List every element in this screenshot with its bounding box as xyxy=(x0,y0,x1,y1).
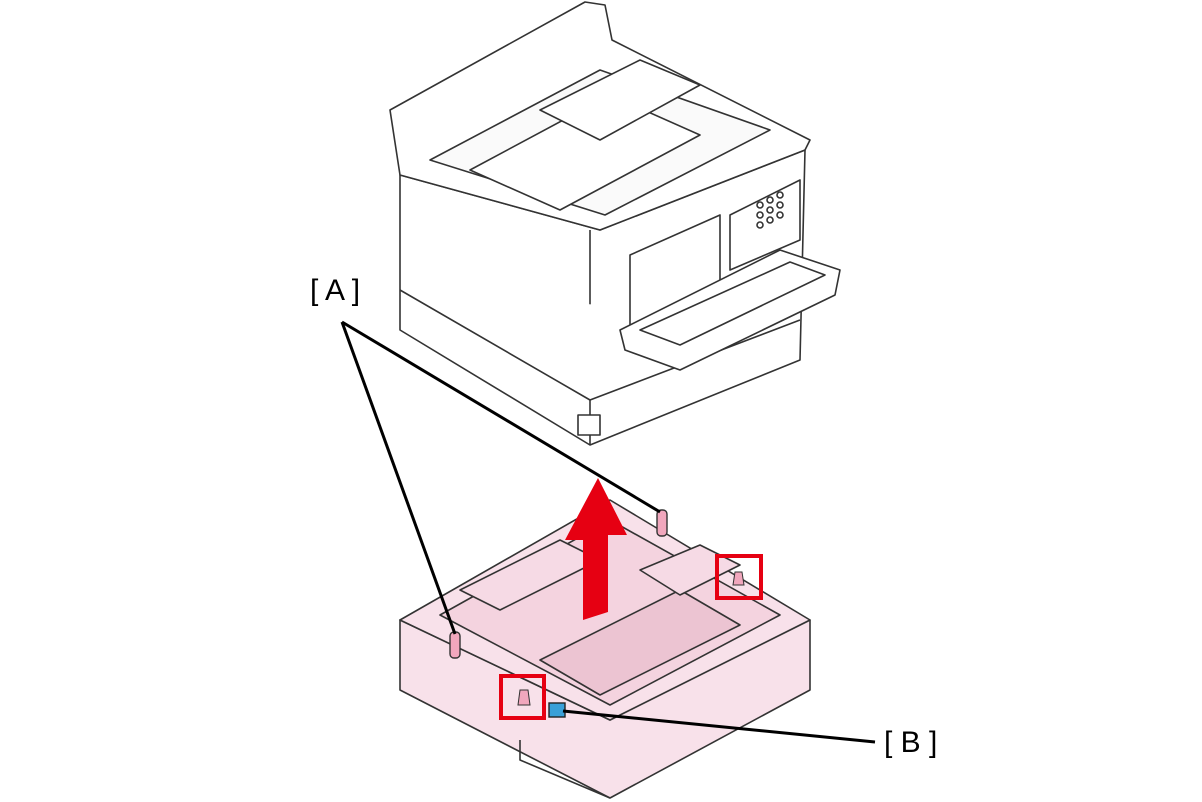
pin-left xyxy=(449,631,461,659)
part-b xyxy=(548,702,566,718)
screw-left xyxy=(517,689,531,706)
leader-line-b xyxy=(562,709,876,744)
leader-line-a-right xyxy=(341,320,661,514)
screw-right xyxy=(732,571,745,586)
pin-right xyxy=(656,509,668,537)
label-b: [ B ] xyxy=(884,726,938,759)
leader-line-a-left xyxy=(340,321,457,635)
label-a: [ A ] xyxy=(310,274,361,307)
highlight-box-left xyxy=(499,674,546,720)
lift-arrow xyxy=(565,478,627,620)
highlight-box-right xyxy=(715,554,763,600)
printer-illustration xyxy=(389,1,841,446)
